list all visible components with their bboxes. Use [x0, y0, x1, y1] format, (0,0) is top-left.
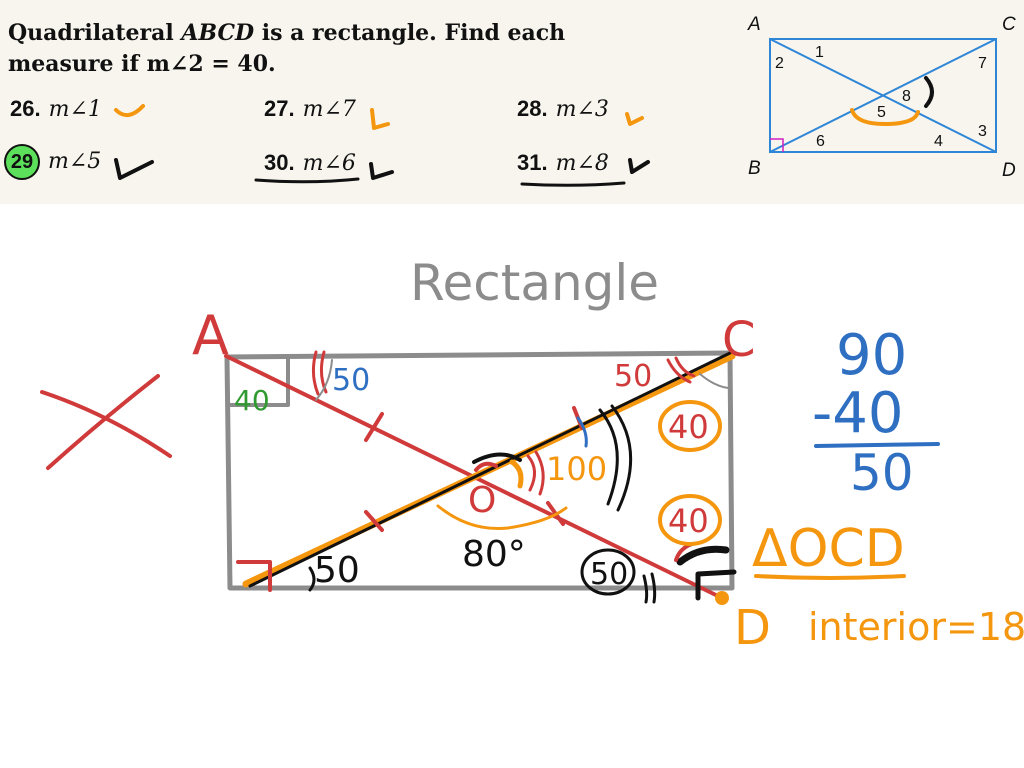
exercise-expression: m∠1	[48, 97, 102, 122]
black-arc-b	[308, 566, 316, 592]
exercise-expression: m∠3	[555, 97, 609, 122]
angle-value-center-bottom: 80°	[462, 534, 526, 575]
whiteboard-title: Rectangle	[410, 254, 659, 312]
red-double-arc-a	[311, 350, 328, 396]
angle-value-d-circled: 40	[668, 502, 709, 540]
black-diagonal-bc	[248, 351, 732, 588]
angle-value-c-circled: 40	[668, 408, 709, 446]
exercise-28: 28. m∠3	[517, 96, 609, 122]
triangle-label-underline	[754, 574, 906, 580]
whiteboard-vertex-c: C	[722, 312, 756, 368]
angle-value-a-green: 40	[234, 384, 270, 417]
quadrilateral-name: ABCD	[181, 20, 255, 46]
tick-mark-upper-left	[364, 412, 384, 442]
black-double-arc-right	[598, 404, 633, 512]
orange-circle-d	[658, 494, 722, 546]
whiteboard-vertex-d: D	[734, 600, 771, 656]
tick-mark-lower-right	[546, 501, 565, 526]
exercise-number: 30.	[264, 150, 295, 175]
subtraction-result: 50	[850, 444, 914, 502]
exercise-26: 26. m∠1	[10, 96, 102, 122]
whiteboard-vertex-a: A	[192, 304, 229, 367]
exercise-expression: m∠7	[302, 97, 356, 122]
exercise-number: 27.	[264, 96, 295, 121]
black-right-angle-d	[695, 569, 737, 601]
center-label: O	[468, 480, 496, 521]
exercise-29: 29 m∠5	[4, 144, 101, 180]
triangle-label: ΔOCD	[752, 519, 905, 579]
exercise-27: 27. m∠7	[264, 96, 356, 122]
red-cross-left	[40, 374, 172, 470]
red-double-arc-d	[642, 572, 657, 604]
black-arc-center-top	[472, 452, 522, 464]
angle-value-d-black-circled: 50	[590, 557, 628, 592]
gray-rectangle	[224, 350, 735, 591]
orange-diagonal-bc	[242, 352, 736, 588]
gray-arc-a	[315, 359, 333, 401]
gray-square-mark-a	[228, 356, 290, 407]
exercise-expression: m∠6	[302, 151, 356, 176]
problem-line-1: Quadrilateral ABCD is a rectangle. Find …	[8, 18, 565, 49]
exercise-number: 26.	[10, 96, 41, 121]
subtraction-top: 90	[836, 323, 907, 388]
red-right-angle-b	[236, 560, 272, 592]
problem-line-1-suffix: is a rectangle. Find each	[254, 20, 566, 46]
red-arc-center-left	[474, 461, 498, 472]
gray-arc-c	[699, 373, 729, 389]
subtraction-minus: -40	[812, 381, 903, 446]
problem-line-1-prefix: Quadrilateral	[8, 20, 182, 46]
red-arc-d	[674, 542, 694, 562]
angle-value-c-red: 50	[614, 359, 652, 394]
exercise-number: 31.	[517, 150, 548, 175]
exercise-number: 28.	[517, 96, 548, 121]
exercise-expression: m∠8	[555, 151, 609, 176]
exercise-number-circled: 29	[4, 144, 40, 180]
tick-mark-lower-left	[364, 510, 384, 532]
whiteboard-drawing: Rectangle	[40, 254, 1024, 656]
orange-dot-d	[715, 591, 729, 605]
subtraction-bar	[814, 442, 940, 448]
exercise-31: 31. m∠8	[517, 150, 609, 176]
interior-note: interior=180	[808, 605, 1024, 649]
red-double-arc-center-right	[526, 450, 545, 496]
exercise-expression: m∠5	[48, 149, 102, 174]
angle-value-b-black: 50	[314, 550, 360, 591]
orange-circle-c	[658, 400, 722, 452]
angle-value-center-right: 100	[546, 450, 607, 488]
black-arc-d	[676, 545, 730, 566]
orange-arc-center-bottom	[436, 504, 568, 531]
black-circle-d	[580, 548, 636, 596]
problem-line-2: measure if m∠2 = 40.	[8, 51, 276, 77]
tick-mark-upper-right	[572, 406, 584, 430]
orange-arc-center-right	[509, 459, 524, 489]
red-double-arc-c	[666, 356, 696, 384]
problem-statement: Quadrilateral ABCD is a rectangle. Find …	[8, 18, 565, 80]
blue-arc-c	[576, 416, 588, 448]
angle-value-a-blue: 50	[332, 363, 370, 398]
exercise-30: 30. m∠6	[264, 150, 356, 176]
red-diagonal-ad	[224, 354, 724, 600]
